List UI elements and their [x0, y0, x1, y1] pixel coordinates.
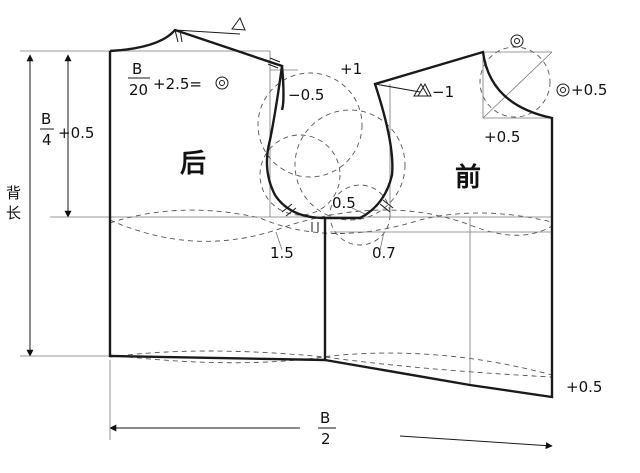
- shoulder-back-minus05-label: −0.5: [288, 86, 324, 104]
- delta-minus1-label: −1: [432, 83, 454, 101]
- hem-plus05-label: +0.5: [566, 378, 602, 396]
- circle-marker-icon: [215, 76, 229, 90]
- back-piece-outline: [108, 28, 327, 362]
- b4-denominator: 4: [42, 131, 52, 149]
- front-piece-label: 前: [455, 162, 481, 193]
- b2-denominator: 2: [321, 430, 331, 448]
- armhole-15-label: 1.5: [270, 244, 294, 262]
- back-length-label: 背: [6, 184, 21, 202]
- b4-suffix: +0.5: [58, 124, 94, 142]
- front-neck-plus05-label: +0.5: [484, 128, 520, 146]
- b20-suffix: +2.5=: [153, 75, 202, 93]
- delta-icon: [413, 83, 429, 97]
- front-piece-outline: [324, 50, 554, 399]
- watermark-text: 头条 @sheji500制版技术: [436, 446, 609, 464]
- b4-numerator: B: [41, 110, 51, 128]
- b20-numerator: B: [132, 60, 142, 78]
- circle-plus05-label: +0.5: [571, 81, 607, 99]
- circle-marker-icon: [510, 34, 524, 48]
- b20-denominator: 20: [129, 81, 148, 99]
- shoulder-plus1-label: +1: [340, 60, 362, 78]
- armhole-07-label: 0.7: [372, 244, 396, 262]
- b2-numerator: B: [320, 409, 330, 427]
- armhole-05-label: 0.5: [332, 194, 356, 212]
- circle-marker-icon: [556, 83, 570, 97]
- back-piece-label: 后: [180, 149, 206, 179]
- back-length-label-2: 长: [6, 204, 21, 222]
